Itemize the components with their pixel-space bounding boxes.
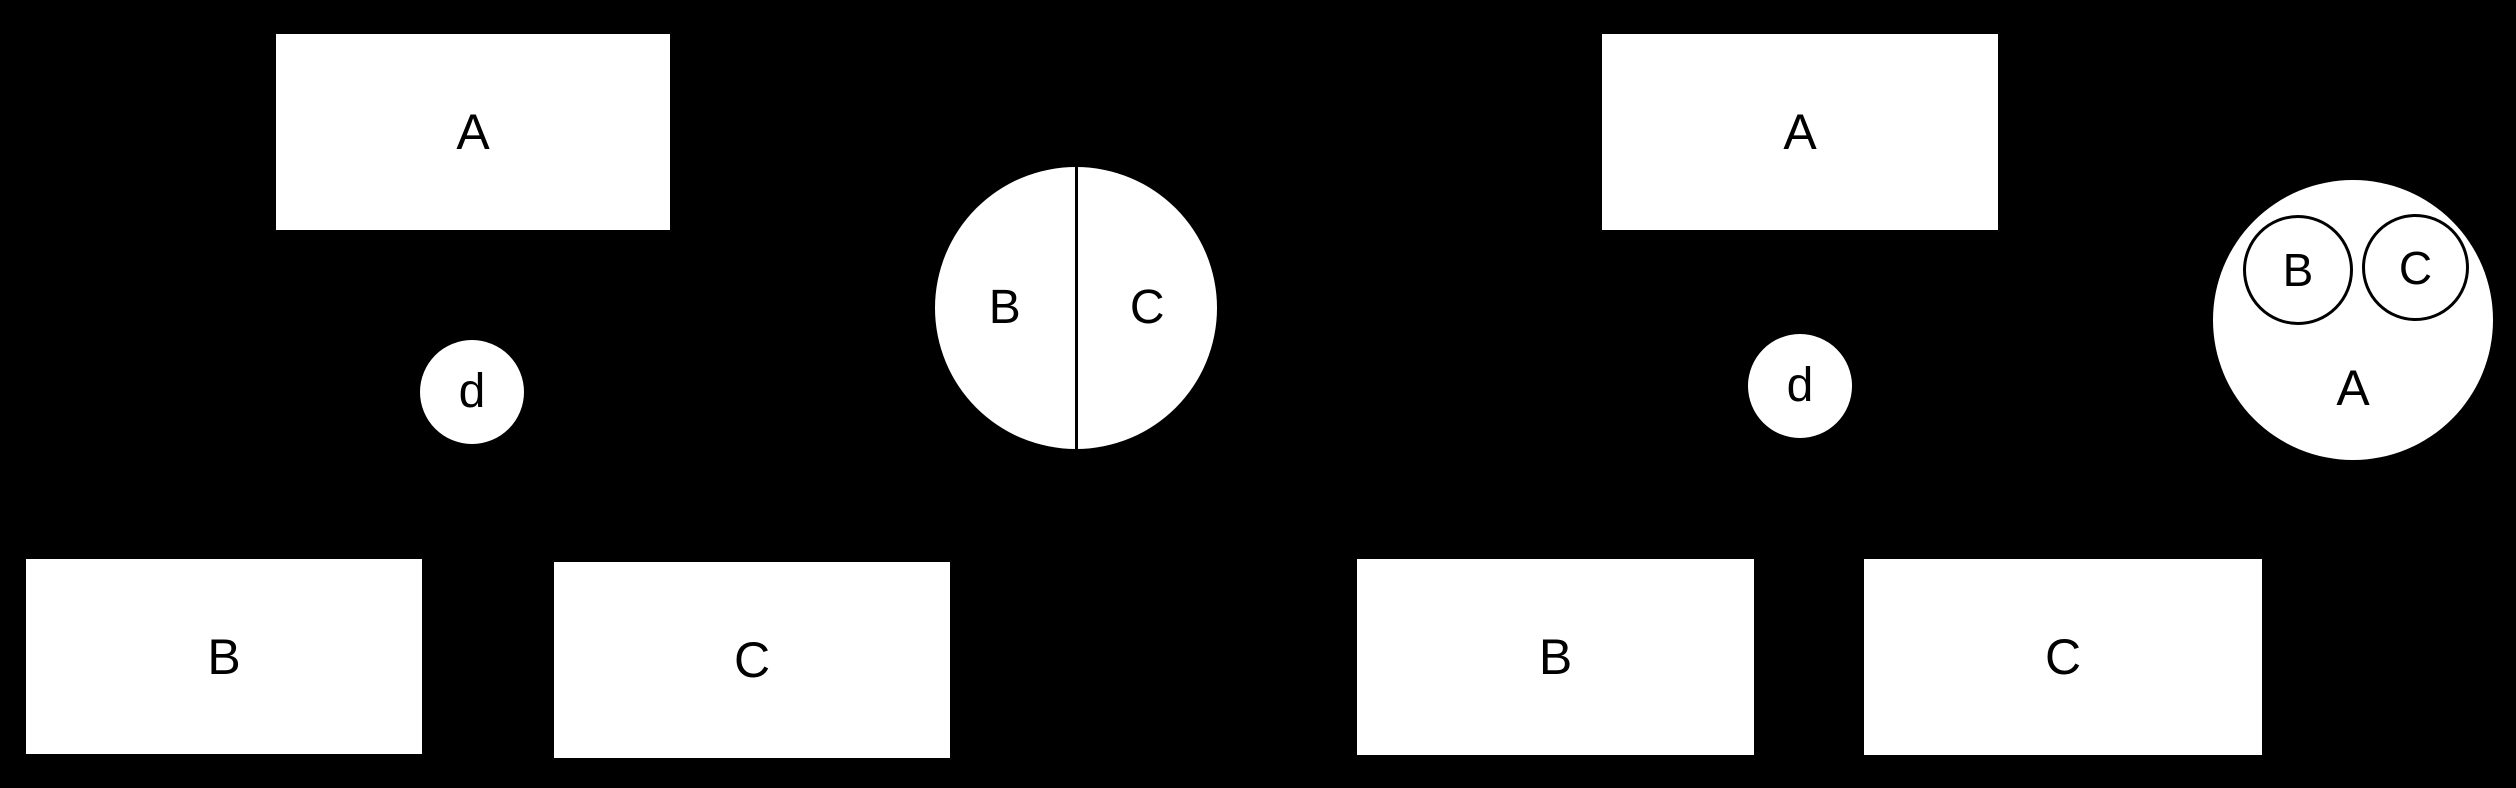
left-node-a: A <box>276 34 670 230</box>
right-node-b: B <box>1357 559 1754 755</box>
right-connector-circle-d: d <box>1748 334 1852 438</box>
left-connector-circle-d: d <box>420 340 524 444</box>
split-circle-divider-line <box>1074 167 1078 449</box>
nested-outer-label: A <box>2336 360 2370 416</box>
right-node-c: C <box>1864 559 2262 755</box>
nested-inner-circle-b: B <box>2243 215 2353 325</box>
left-split-circle: B C <box>935 167 1217 449</box>
left-node-b: B <box>26 559 422 754</box>
nested-inner-circle-c: C <box>2362 214 2469 321</box>
right-nested-circle: B C A <box>2213 180 2493 460</box>
split-circle-right-half: C <box>1129 281 1165 334</box>
left-node-c: C <box>554 562 950 758</box>
split-circle-left-half: B <box>988 281 1021 334</box>
right-node-a: A <box>1602 34 1998 230</box>
